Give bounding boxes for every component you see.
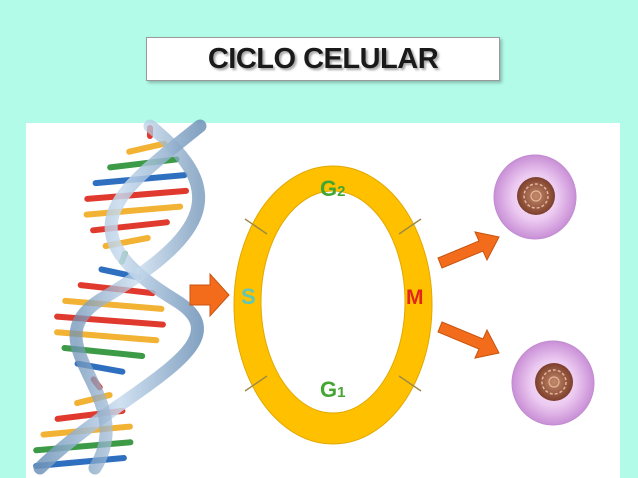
phase-s-letter: S [241,284,256,309]
dna-base-pair [83,203,184,218]
phase-g1-letter: G [320,377,337,402]
dna-base-pair [62,297,165,312]
phase-g2-sub: 2 [337,183,345,200]
phase-label-s: S [241,284,256,309]
phase-g1-sub: 1 [337,384,345,401]
phase-m-letter: M [406,286,424,309]
dna-base-pair [126,140,168,155]
dna-base-pair [33,439,134,454]
phase-g2-letter: G [320,176,337,201]
output-arrow-down-icon [437,321,500,359]
cycle-ring [233,165,433,445]
phase-label-m: M [406,286,424,309]
dna-base-pair [84,187,189,202]
page-title: CICLO CELULAR [207,42,439,75]
phase-label-g2: G2 [320,176,345,201]
cell-icon [511,340,595,426]
phase-label-g1: G1 [320,377,345,402]
cell-icon [493,154,577,240]
output-arrow-up-icon [437,231,500,269]
dna-base-pair [90,219,170,234]
title-box: CICLO CELULAR [146,37,500,81]
input-arrow-icon [189,272,230,318]
dna-helix-icon [33,119,207,475]
